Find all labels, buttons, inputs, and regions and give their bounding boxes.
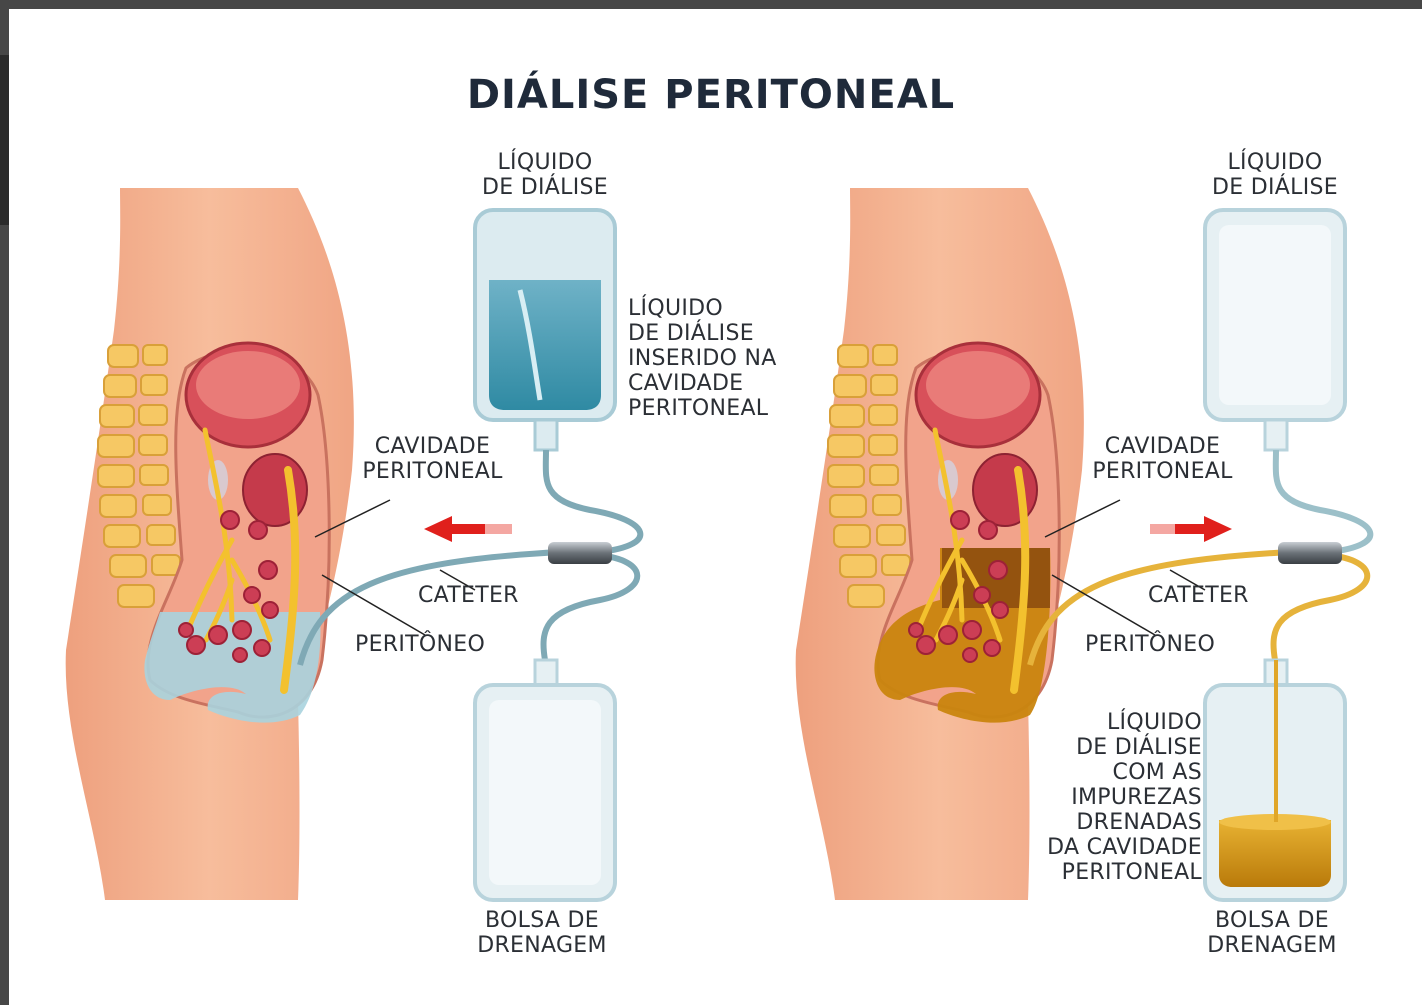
right-bag-bottom-label: BOLSA DE DRENAGEM: [1192, 908, 1352, 958]
left-peritoneum-label: PERITÔNEO: [355, 632, 485, 657]
right-peritoneum-label: PERITÔNEO: [1085, 632, 1215, 657]
left-bag-bottom-label: BOLSA DE DRENAGEM: [462, 908, 622, 958]
top-bag-right: [1205, 210, 1345, 450]
top-bag-left: [475, 210, 615, 450]
left-panel-artwork: [66, 188, 641, 900]
left-inserted-label: LÍQUIDO DE DIÁLISE INSERIDO NA CAVIDADE …: [628, 296, 777, 421]
right-bag-top-label: LÍQUIDO DE DIÁLISE: [1200, 150, 1350, 200]
bottom-bag-right: [1205, 660, 1345, 900]
right-catheter-label: CATETER: [1148, 583, 1249, 608]
right-cavity-label: CAVIDADE PERITONEAL: [1075, 434, 1250, 484]
left-bag-top-label: LÍQUIDO DE DIÁLISE: [470, 150, 620, 200]
right-drained-label: LÍQUIDO DE DIÁLISE COM AS IMPUREZAS DREN…: [1010, 710, 1202, 885]
left-catheter-label: CATETER: [418, 583, 519, 608]
left-cavity-label: CAVIDADE PERITONEAL: [345, 434, 520, 484]
bottom-bag-left: [475, 660, 615, 900]
